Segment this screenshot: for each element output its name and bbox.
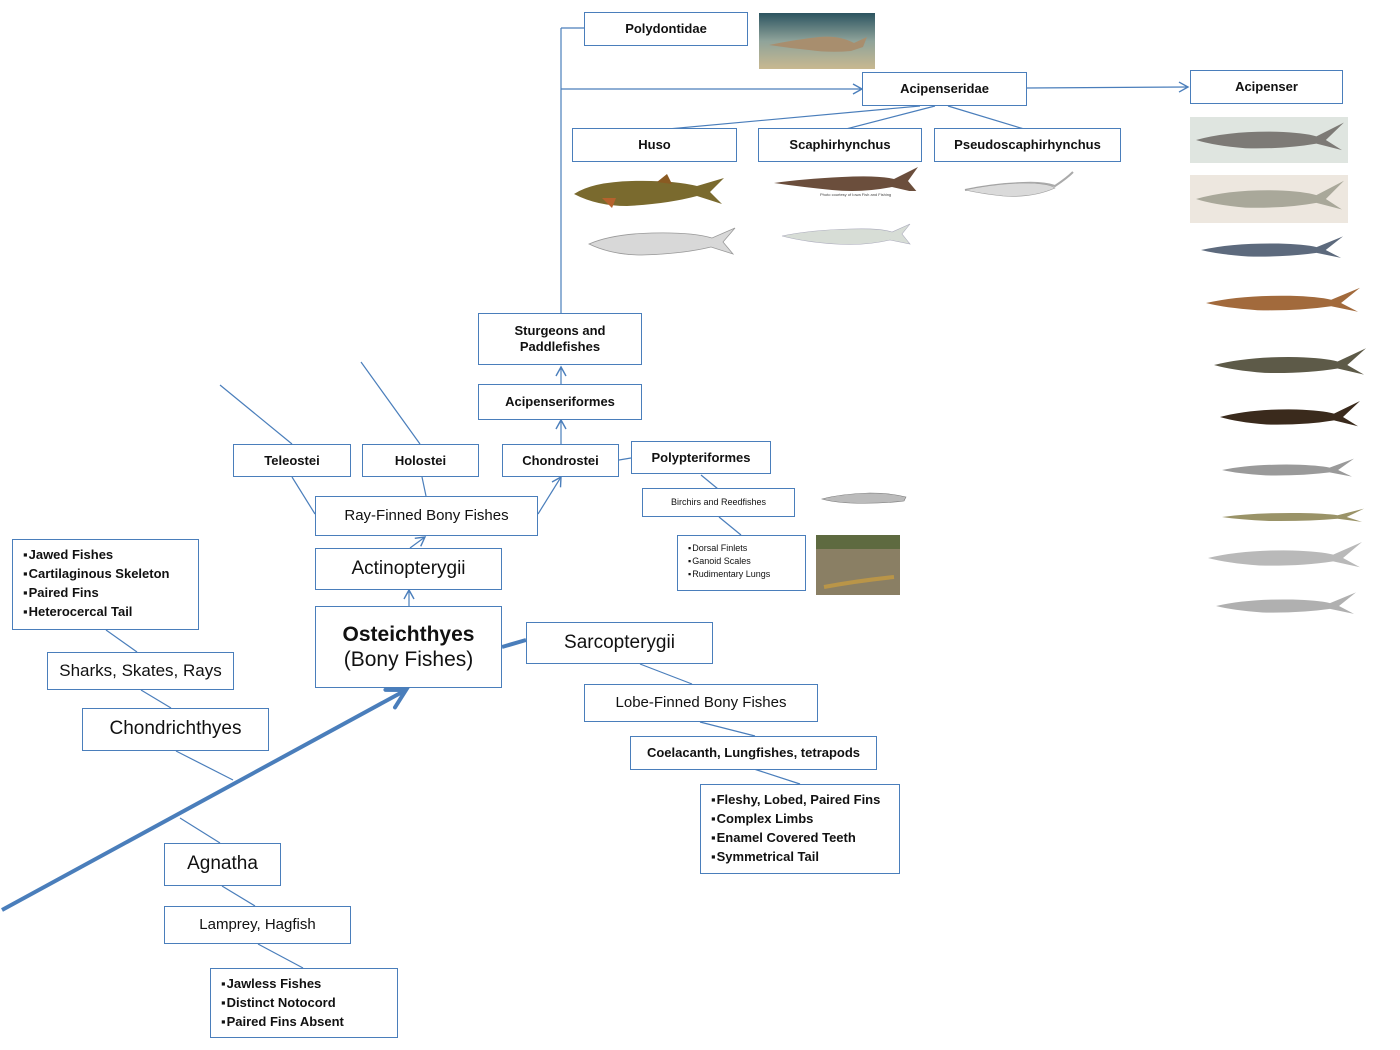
- acipenser-fish-illustration-5: [1214, 348, 1366, 375]
- fish-body: [1196, 122, 1344, 151]
- fish-body: [1196, 180, 1344, 210]
- traits-chondrichthyes: Jawed Fishes Cartilaginous Skeleton Pair…: [12, 539, 199, 630]
- acipenser-fish-illustration-2: [1190, 175, 1348, 223]
- trait-item: Paired Fins Absent: [221, 1013, 387, 1032]
- node-pseudoscaphirhynchus: Pseudoscaphirhynchus: [934, 128, 1121, 162]
- node-label: Agnatha: [187, 853, 258, 875]
- trait-item: Jawless Fishes: [221, 975, 387, 994]
- node-actinopterygii: Actinopterygii: [315, 548, 502, 590]
- node-scaphirhynchus: Scaphirhynchus: [758, 128, 922, 162]
- acipenser-fish-illustration-10: [1216, 592, 1356, 614]
- traits-sarcopterygii: Fleshy, Lobed, Paired Fins Complex Limbs…: [700, 784, 900, 874]
- node-lamprey-hagfish: Lamprey, Hagfish: [164, 906, 351, 944]
- traits-agnatha: Jawless Fishes Distinct Notocord Paired …: [210, 968, 398, 1038]
- acipenser-fish-illustration-3: [1201, 236, 1343, 258]
- acipenser-fish-illustration-1: [1190, 117, 1348, 163]
- node-label: Lobe-Finned Bony Fishes: [615, 694, 787, 711]
- trait-item: Heterocercal Tail: [23, 603, 188, 622]
- trait-item: Symmetrical Tail: [711, 848, 889, 867]
- trait-item: Rudimentary Lungs: [688, 568, 795, 581]
- node-label: Chondrichthyes: [109, 718, 242, 740]
- fish-body: [1222, 508, 1364, 522]
- node-coelacanth-lungfishes-tetrapods: Coelacanth, Lungfishes, tetrapods: [630, 736, 877, 770]
- trait-item: Jawed Fishes: [23, 546, 188, 565]
- acipenser-fish-illustration-7: [1222, 458, 1354, 477]
- fish-body: [1206, 287, 1360, 312]
- node-label: Birchirs and Reedfishes: [670, 497, 767, 508]
- node-agnatha: Agnatha: [164, 843, 281, 886]
- node-label: Huso: [638, 137, 671, 153]
- node-holostei: Holostei: [362, 444, 479, 477]
- node-label-line-1: Sturgeons and: [514, 323, 606, 339]
- node-osteichthyes: Osteichthyes (Bony Fishes): [315, 606, 502, 688]
- paddlefish-photo: [759, 13, 875, 69]
- node-label: Sarcopterygii: [564, 631, 675, 653]
- node-acipenser: Acipenser: [1190, 70, 1343, 104]
- node-label: Scaphirhynchus: [789, 137, 891, 153]
- trait-item: Paired Fins: [23, 584, 188, 603]
- node-label: Pseudoscaphirhynchus: [954, 137, 1101, 153]
- fish-body: [1201, 236, 1343, 258]
- node-polydontidae: Polydontidae: [584, 12, 748, 46]
- node-label: Chondrostei: [522, 452, 599, 468]
- scaphirhynchus-fish-illustration-color: Photo courtesy of Iowa Fish and Fishing: [774, 167, 920, 197]
- reedfish-photo: [816, 535, 900, 595]
- node-label-line-2: Paddlefishes: [519, 339, 601, 354]
- node-chondrostei: Chondrostei: [502, 444, 619, 477]
- node-label: Lamprey, Hagfish: [199, 916, 316, 933]
- node-label: Actinopterygii: [351, 557, 466, 579]
- node-sharks-skates-rays: Sharks, Skates, Rays: [47, 652, 234, 690]
- node-label: Acipenseridae: [900, 81, 989, 97]
- node-label-line-1: Osteichthyes: [342, 622, 475, 646]
- node-acipenseridae: Acipenseridae: [862, 72, 1027, 106]
- fish-body: [1222, 458, 1354, 477]
- trait-item: Distinct Notocord: [221, 994, 387, 1013]
- node-label: Ray-Finned Bony Fishes: [344, 507, 509, 524]
- node-huso: Huso: [572, 128, 737, 162]
- node-sturgeons-and-paddlefishes: Sturgeons and Paddlefishes: [478, 313, 642, 365]
- fish-body: [1208, 542, 1362, 568]
- photo-credit: Photo courtesy of Iowa Fish and Fishing: [820, 192, 891, 197]
- huso-fish-illustration-color: [574, 174, 724, 208]
- birchir-illustration: [820, 492, 907, 504]
- acipenser-fish-illustration-6: [1220, 401, 1360, 427]
- node-label: Sharks, Skates, Rays: [59, 660, 222, 680]
- acipenser-fish-illustration-9: [1208, 542, 1362, 568]
- node-teleostei: Teleostei: [233, 444, 351, 477]
- scaphirhynchus-fish-illustration-pale: [781, 223, 911, 245]
- trait-item: Fleshy, Lobed, Paired Fins: [711, 791, 889, 810]
- node-label-line-2: (Bony Fishes): [343, 648, 474, 671]
- node-label: Acipenser: [1235, 79, 1298, 95]
- node-label: Polydontidae: [625, 21, 707, 37]
- huso-fish-illustration-gray: [588, 227, 736, 256]
- trait-item: Complex Limbs: [711, 810, 889, 829]
- node-acipenseriformes: Acipenseriformes: [478, 384, 642, 420]
- trait-item: Cartilaginous Skeleton: [23, 565, 188, 584]
- osteichthyes-sarcopterygii-link: [501, 638, 527, 649]
- node-label: Holostei: [394, 452, 447, 468]
- node-chondrichthyes: Chondrichthyes: [82, 708, 269, 751]
- pseudoscaphirhynchus-fish-illustration: [964, 171, 1074, 197]
- node-label: Coelacanth, Lungfishes, tetrapods: [646, 745, 861, 761]
- node-ray-finned-bony-fishes: Ray-Finned Bony Fishes: [315, 496, 538, 536]
- fish-body: [1220, 401, 1360, 427]
- acipenser-fish-illustration-4: [1206, 287, 1360, 312]
- node-label: Polypteriformes: [651, 449, 751, 465]
- fish-body: [1216, 592, 1356, 614]
- trait-item: Ganoid Scales: [688, 555, 795, 568]
- traits-polypteriformes: Dorsal Finlets Ganoid Scales Rudimentary…: [677, 535, 806, 591]
- node-label: Acipenseriformes: [505, 394, 615, 410]
- node-label: Teleostei: [264, 452, 320, 468]
- acipenser-fish-illustration-8: [1222, 508, 1364, 522]
- node-lobe-finned-bony-fishes: Lobe-Finned Bony Fishes: [584, 684, 818, 722]
- trait-item: Enamel Covered Teeth: [711, 829, 889, 848]
- node-birchirs-and-reedfishes: Birchirs and Reedfishes: [642, 488, 795, 517]
- node-polypteriformes: Polypteriformes: [631, 441, 771, 474]
- node-sarcopterygii: Sarcopterygii: [526, 622, 713, 664]
- trait-item: Dorsal Finlets: [688, 542, 795, 555]
- fish-body: [1214, 348, 1366, 375]
